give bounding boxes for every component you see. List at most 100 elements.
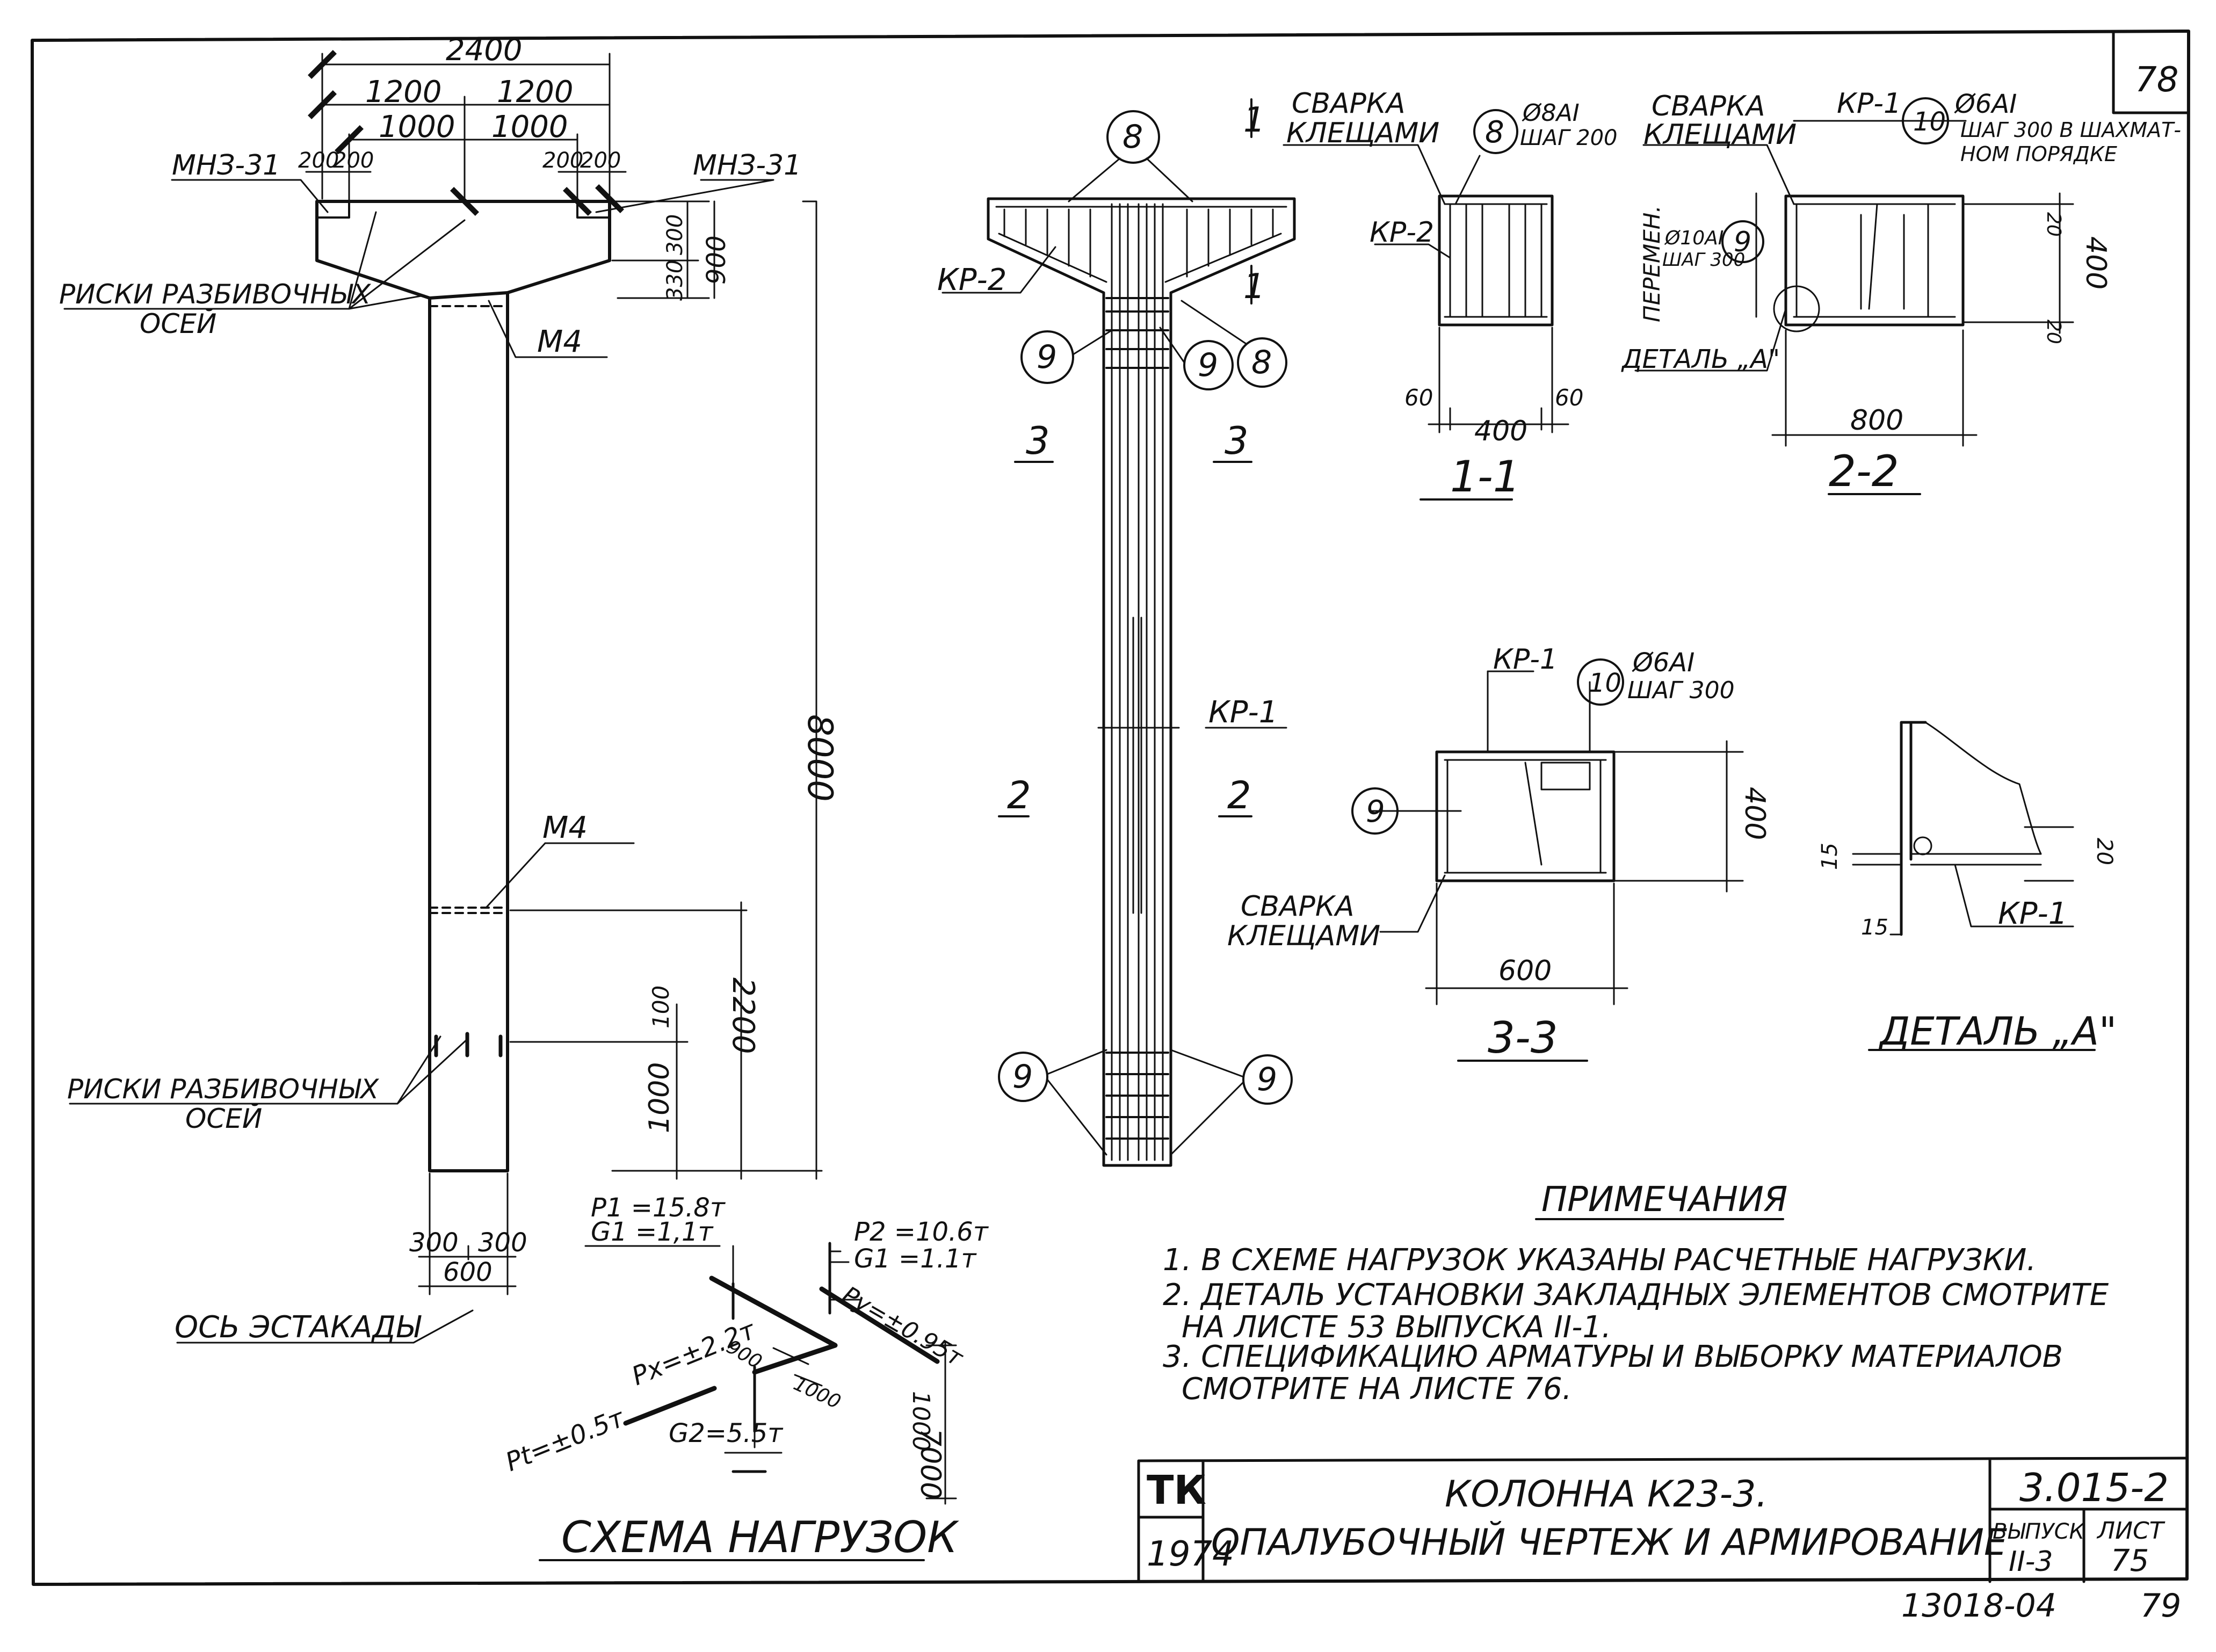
label-axis-top-1: РИСКИ РАЗБИВОЧНЫХ bbox=[59, 279, 372, 310]
tb-year: 1974 bbox=[1147, 1534, 1234, 1574]
load-title: СХЕМА НАГРУЗОК bbox=[561, 1512, 959, 1562]
dim-200-a: 200 bbox=[298, 148, 339, 173]
load-1000b: 1000 bbox=[907, 1391, 935, 1451]
pos-9-left: 9 bbox=[1037, 338, 1057, 376]
sheet-frame: 78 13018-04 79 bbox=[31, 30, 2190, 1625]
notes-line-4: 3. СПЕЦИФИКАЦИЮ АРМАТУРЫ И ВЫБОРКУ МАТЕР… bbox=[1163, 1339, 2063, 1374]
s22-step-2: НОМ ПОРЯДКЕ bbox=[1960, 142, 2117, 166]
dim-100: 100 bbox=[648, 986, 674, 1028]
load-scheme: СХЕМА НАГРУЗОК P1 =15.8т G1 =1,1т P2 =10… bbox=[502, 1193, 989, 1562]
pos-9-right: 9 bbox=[1198, 346, 1218, 384]
dim-330-head: 330 bbox=[663, 260, 687, 301]
dim-1000-base: 1000 bbox=[643, 1062, 676, 1133]
s22-weld-2: КЛЕЩАМИ bbox=[1643, 119, 1797, 151]
title-block: ТК 1974 КОЛОННА К23-3. ОПАЛУБОЧНЫЙ ЧЕРТЕ… bbox=[1137, 1457, 2189, 1583]
dim-1200-right: 1200 bbox=[497, 75, 574, 110]
dim-300-head: 300 bbox=[663, 214, 687, 255]
reinforcement-elevation: 8 9 9 8 9 9 КР-2 КР-1 1 1 3 3 2 2 bbox=[937, 98, 1296, 1167]
load-p1: P1 =15.8т bbox=[591, 1193, 726, 1223]
s22-title: 2-2 bbox=[1829, 446, 1899, 496]
s22-pos10: 10 bbox=[1913, 107, 1946, 137]
detail-a-15b: 15 bbox=[1861, 915, 1888, 940]
cut-1-left: 1 bbox=[1243, 100, 1265, 140]
tb-sheet-label: ЛИСТ bbox=[2096, 1517, 2166, 1545]
notes-line-1: 1. В СХЕМЕ НАГРУЗОК УКАЗАНЫ РАСЧЕТНЫЕ НА… bbox=[1163, 1243, 2036, 1278]
load-p2: P2 =10.6т bbox=[854, 1217, 989, 1247]
s33-bar: Ø6АI bbox=[1632, 648, 1694, 678]
dim-200-b: 200 bbox=[333, 148, 374, 173]
s22-w800: 800 bbox=[1850, 404, 1903, 437]
load-py: Py=±0.95т bbox=[838, 1281, 968, 1372]
dim-200-c: 200 bbox=[542, 148, 583, 173]
dim-1000-right: 1000 bbox=[491, 110, 568, 144]
section-2-2: 2-2 СВАРКА КЛЕЩАМИ КР-1 10 Ø6АI ШАГ 300 … bbox=[1621, 88, 2181, 496]
tb-org: ТК bbox=[1147, 1467, 1206, 1513]
notes: ПРИМЕЧАНИЯ 1. В СХЕМЕ НАГРУЗОК УКАЗАНЫ Р… bbox=[1163, 1180, 2109, 1407]
notes-line-2: 2. ДЕТАЛЬ УСТАНОВКИ ЗАКЛАДНЫХ ЭЛЕМЕНТОВ … bbox=[1163, 1278, 2109, 1313]
sheet-number: 78 bbox=[2135, 60, 2178, 100]
bottom-page: 79 bbox=[2140, 1587, 2181, 1625]
load-g1a: G1 =1,1т bbox=[591, 1217, 714, 1247]
load-1000a: 1000 bbox=[790, 1373, 844, 1414]
s11-step: ШАГ 200 bbox=[1520, 126, 1617, 150]
s11-bar: Ø8АI bbox=[1522, 99, 1580, 127]
dim-300-base-right: 300 bbox=[478, 1228, 527, 1258]
cut-1-right: 1 bbox=[1243, 267, 1265, 307]
s22-bar9: Ø10АI bbox=[1664, 227, 1723, 249]
tb-title-1: КОЛОННА К23-3. bbox=[1445, 1473, 1768, 1516]
dim-2400: 2400 bbox=[446, 33, 523, 68]
s11-pos8: 8 bbox=[1485, 115, 1504, 150]
s33-weld-1: СВАРКА bbox=[1241, 890, 1354, 923]
s33-pos9: 9 bbox=[1366, 794, 1385, 829]
label-mn-left: МНЗ-31 bbox=[172, 149, 280, 182]
label-m4-top: М4 bbox=[537, 324, 582, 359]
s11-w400: 400 bbox=[1474, 415, 1527, 447]
dim-300-base-left: 300 bbox=[409, 1228, 459, 1258]
s22-step-1: ШАГ 300 В ШАХМАТ- bbox=[1960, 118, 2181, 142]
s33-title: 3-3 bbox=[1488, 1013, 1558, 1063]
pos-9-bottom-right: 9 bbox=[1257, 1061, 1277, 1098]
pos-8-top: 8 bbox=[1123, 118, 1143, 156]
s33-pos10: 10 bbox=[1589, 668, 1621, 698]
dim-1000-left: 1000 bbox=[379, 110, 455, 144]
pos-9-bottom-left: 9 bbox=[1012, 1058, 1033, 1096]
s11-c60a: 60 bbox=[1404, 385, 1433, 411]
detail-a-title: ДЕТАЛЬ „А" bbox=[1878, 1009, 2117, 1054]
pos-8-right: 8 bbox=[1251, 344, 1272, 381]
load-pt: Pt=±0.5т bbox=[502, 1402, 629, 1477]
s22-c20b: 20 bbox=[2043, 320, 2065, 344]
section-3-3: 3-3 КР-1 10 Ø6АI ШАГ 300 9 СВАРКА КЛЕЩАМ… bbox=[1227, 643, 1771, 1063]
s11-kr2: КР-2 bbox=[1370, 216, 1434, 249]
s22-step9: ШАГ 300 bbox=[1662, 249, 1745, 271]
label-axis-trestle: ОСЬ ЭСТАКАДЫ bbox=[175, 1310, 422, 1345]
tb-issue: II-3 bbox=[2009, 1546, 2053, 1578]
s11-weld-1: СВАРКА bbox=[1292, 88, 1405, 120]
load-g1b: G1 =1.1т bbox=[854, 1244, 977, 1274]
label-axis-top-2: ОСЕЙ bbox=[140, 308, 216, 339]
s22-var: ПЕРЕМЕН. bbox=[1639, 205, 1665, 322]
cut-3-left: 3 bbox=[1026, 419, 1050, 463]
bottom-code: 13018-04 bbox=[1901, 1587, 2056, 1625]
s33-h400: 400 bbox=[1739, 787, 1771, 840]
notes-line-3: НА ЛИСТЕ 53 ВЫПУСКА II-1. bbox=[1182, 1310, 1611, 1345]
detail-a-kr1: КР-1 bbox=[1998, 896, 2067, 931]
s22-kr1: КР-1 bbox=[1837, 88, 1901, 120]
s11-title: 1-1 bbox=[1450, 452, 1520, 502]
tb-sheet-no: 75 bbox=[2111, 1544, 2149, 1578]
s22-c20a: 20 bbox=[2043, 212, 2065, 237]
cut-3-right: 3 bbox=[1225, 419, 1249, 463]
label-axis-bot-2: ОСЕЙ bbox=[185, 1103, 262, 1134]
detail-a-15a: 15 bbox=[1817, 843, 1842, 870]
notes-line-5: СМОТРИТЕ НА ЛИСТЕ 76. bbox=[1182, 1372, 1572, 1407]
s22-weld-1: СВАРКА bbox=[1652, 90, 1765, 122]
dim-8000: 8000 bbox=[800, 714, 839, 802]
section-1-1: 1-1 СВАРКА КЛЕЩАМИ 8 Ø8АI ШАГ 200 КР-2 4… bbox=[1283, 88, 1617, 502]
notes-title: ПРИМЕЧАНИЯ bbox=[1541, 1180, 1787, 1220]
dim-200-d: 200 bbox=[580, 148, 621, 173]
tb-issue-label: ВЫПУСК bbox=[1993, 1519, 2085, 1544]
detail-a-20: 20 bbox=[2092, 838, 2117, 865]
column-elevation: 2400 1200 1200 1000 1000 200 200 200 200… bbox=[59, 33, 839, 1345]
dim-2200: 2200 bbox=[726, 977, 761, 1054]
dim-1200-left: 1200 bbox=[365, 75, 442, 110]
